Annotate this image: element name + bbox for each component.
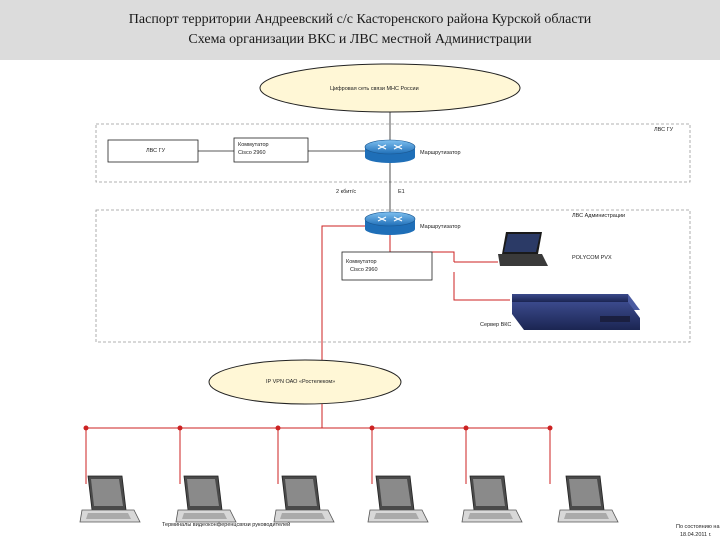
label-terminals: Терминалы видеоконференцсвязи руководите… [162, 522, 291, 528]
label-server: Сервер ВКС [480, 322, 512, 328]
header-bar: Паспорт территории Андреевский с/с Касто… [0, 0, 720, 60]
router-2 [364, 211, 416, 235]
label-switch-1-line1: Коммутатор [238, 142, 269, 148]
zone-lvs-admin [95, 209, 691, 343]
terminal-laptop-5 [461, 475, 523, 523]
label-zone-lvs-admin: ЛВС Администрации [572, 213, 626, 219]
label-cloud-bottom: IP VPN ОАО «Ростелеком» [266, 379, 336, 385]
label-footer-line2: 18.04.2011 г. [680, 532, 712, 538]
zone-lvs-gu [95, 123, 691, 183]
label-switch-1-line2: Cisco 2960 [238, 150, 266, 156]
terminal-laptop-1 [79, 475, 141, 523]
label-zone-lvs-gu: ЛВС ГУ [654, 127, 674, 133]
cloud-ip-vpn [208, 359, 402, 405]
page-subtitle: Схема организации ВКС и ЛВС местной Адми… [188, 32, 532, 47]
server-vks [512, 294, 640, 330]
terminal-laptop-6 [557, 475, 619, 523]
switch-1-box [233, 137, 309, 163]
label-cloud-top: Цифровая сеть связи МНС России [330, 86, 419, 92]
label-polycom: POLYCOM PVX [572, 255, 612, 261]
label-switch-2-line1: Коммутатор [346, 259, 377, 265]
terminal-laptop-4 [367, 475, 429, 523]
label-router-1: Маршрутизатор [420, 150, 461, 156]
label-router-2: Маршрутизатор [420, 224, 461, 230]
label-switch-2-line2: Cisco 2960 [350, 267, 378, 273]
router-1 [364, 139, 416, 163]
terminal-laptop-3 [273, 475, 335, 523]
switch-2-box [341, 251, 433, 281]
terminal-laptop-2 [175, 475, 237, 523]
label-lvs-gu-box: ЛВС ГУ [146, 148, 166, 154]
page-title: Паспорт территории Андреевский с/с Касто… [128, 12, 592, 27]
laptop-polycom [498, 232, 548, 266]
label-link-type: E1 [398, 189, 405, 195]
label-footer-line1: По состоянию на [676, 524, 720, 530]
label-link-speed: 2 кбит/с [336, 189, 357, 195]
